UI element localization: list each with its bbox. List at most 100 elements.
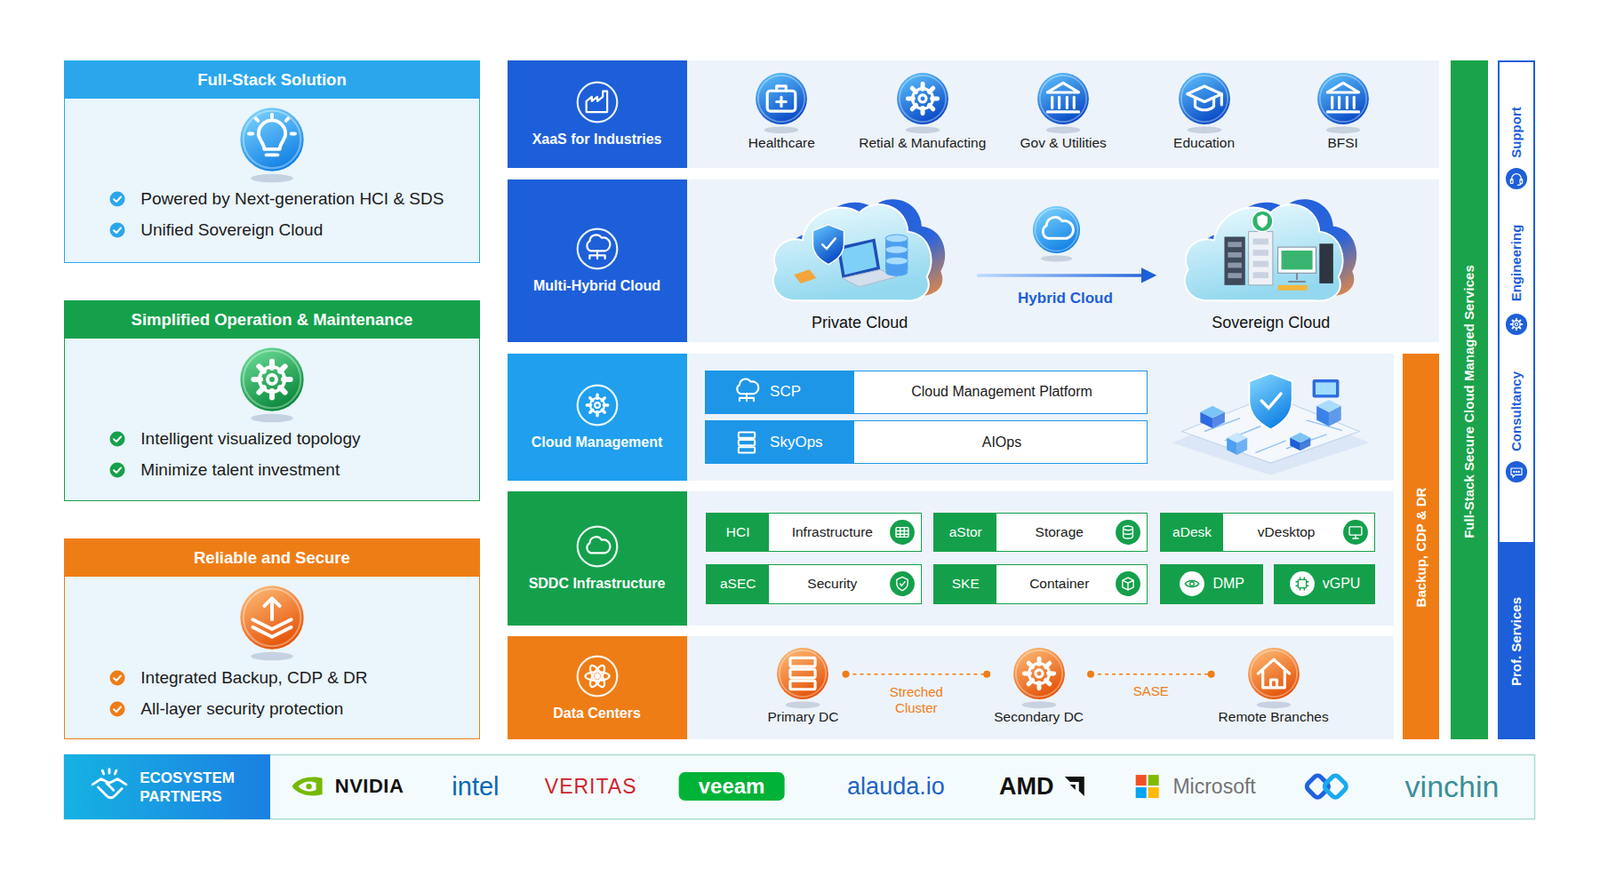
item-label: Gov & Utilities bbox=[1019, 135, 1106, 152]
product-box: DMP bbox=[1160, 564, 1264, 605]
decor-circle bbox=[1013, 648, 1065, 700]
value-block: Security bbox=[768, 565, 921, 604]
product-box: HCIInfrastructure bbox=[705, 512, 921, 552]
decor-path bbox=[896, 528, 909, 538]
feature-panel: Reliable and SecureIntegrated Backup, CD… bbox=[64, 538, 480, 740]
decor-g bbox=[1024, 658, 1054, 688]
decor-polygon bbox=[1226, 432, 1248, 443]
platform-box: SCPCloud Management Platform bbox=[704, 370, 1148, 415]
decor-circle bbox=[1512, 320, 1521, 329]
decor-path bbox=[1186, 86, 1222, 103]
decor-g bbox=[585, 91, 607, 112]
tag-text: HCI bbox=[726, 524, 751, 541]
tag-block: HCI bbox=[706, 513, 769, 552]
hybrid-icon-holder bbox=[1032, 205, 1081, 264]
decor-circle bbox=[110, 223, 126, 239]
decor-circle bbox=[110, 432, 126, 448]
decor-path bbox=[899, 582, 904, 587]
vertical-label: Backup, CDP & DR bbox=[1413, 488, 1430, 608]
cloud-illustration bbox=[760, 190, 960, 312]
feature-panel: Full-Stack SolutionPowered by Next-gener… bbox=[64, 60, 480, 264]
decor-rect bbox=[1315, 382, 1336, 395]
decor-circle bbox=[305, 784, 312, 790]
decor-path bbox=[248, 114, 296, 156]
decor-g bbox=[584, 664, 609, 689]
symbol-icon bbox=[576, 655, 619, 698]
decor-path bbox=[589, 250, 605, 259]
row-label: SDDC Infrastructure bbox=[521, 575, 673, 592]
decor-rect bbox=[1280, 250, 1312, 270]
decor-rect bbox=[1252, 238, 1268, 245]
cloud-illustration bbox=[1171, 190, 1371, 312]
decor-path bbox=[739, 394, 754, 402]
end-dot bbox=[983, 671, 991, 679]
product-box: vGPU bbox=[1273, 564, 1376, 605]
decor-g bbox=[738, 432, 755, 453]
tag-text: aSEC bbox=[720, 576, 757, 592]
vertical-label: Full-Stack Secure Cloud Managed Services bbox=[1461, 264, 1478, 539]
decor-ellipse bbox=[586, 664, 607, 689]
decor-rect bbox=[1224, 236, 1245, 285]
decor-path bbox=[1261, 393, 1281, 408]
decor-circle bbox=[1035, 670, 1043, 678]
decor-circle bbox=[1248, 648, 1300, 700]
decor-rect bbox=[1510, 179, 1513, 184]
item-label: Secondary DC bbox=[993, 709, 1084, 726]
side-bar: Backup, CDP & DR bbox=[1402, 353, 1439, 740]
vertical-label: Engineering bbox=[1508, 224, 1525, 303]
decor-g bbox=[1042, 216, 1073, 239]
symbol-icon bbox=[896, 72, 950, 136]
decor-circle bbox=[899, 75, 946, 122]
partner-logo-text: vinchin bbox=[1405, 769, 1500, 805]
panel-heading: Full-Stack Solution bbox=[64, 61, 479, 99]
decor-circle bbox=[889, 520, 915, 545]
decor-polygon bbox=[1289, 432, 1311, 443]
industry-item: BFSI bbox=[1312, 72, 1374, 152]
decor-circle bbox=[777, 648, 830, 700]
symbol-icon bbox=[888, 519, 916, 546]
decor-path bbox=[1042, 216, 1073, 239]
decor-circle bbox=[576, 385, 617, 426]
decor-circle bbox=[896, 73, 949, 126]
decor-path bbox=[1194, 94, 1222, 111]
decor-circle bbox=[259, 366, 285, 392]
decor-rect bbox=[790, 680, 816, 690]
decor-ellipse bbox=[785, 701, 821, 709]
decor-rect bbox=[1252, 272, 1268, 279]
decor-rect bbox=[1322, 774, 1348, 800]
partner-logo-text: alauda.io bbox=[847, 773, 945, 801]
partner-logo-text: AMD bbox=[999, 773, 1055, 801]
layer-band: XaaS for IndustriesHealthcareRetial & Ma… bbox=[507, 60, 1440, 169]
panel-heading: Simplified Operation & Maintenance bbox=[64, 301, 479, 339]
row-label-block: Multi-Hybrid Cloud bbox=[507, 179, 688, 343]
service-column: SupportEngineeringConsultancy bbox=[1497, 60, 1535, 544]
decor-path bbox=[292, 777, 323, 797]
decor-circle bbox=[1317, 73, 1369, 126]
symbol-icon bbox=[754, 72, 808, 136]
symbol-icon bbox=[576, 525, 619, 568]
decor-circle bbox=[243, 350, 301, 408]
decor-circle bbox=[1505, 168, 1528, 190]
tag-text: DMP bbox=[1212, 576, 1245, 592]
vertical-label: Consultancy bbox=[1508, 371, 1525, 452]
decor-rect bbox=[1148, 775, 1160, 786]
decor-path bbox=[773, 204, 932, 301]
platform-illustration bbox=[1163, 359, 1378, 478]
decor-ellipse bbox=[885, 267, 908, 276]
decor-rect bbox=[1227, 241, 1242, 248]
row-label-block: Data Centers bbox=[507, 636, 688, 740]
decor-g bbox=[1123, 526, 1134, 539]
decor-circle bbox=[1178, 73, 1231, 126]
decor-rect bbox=[1278, 247, 1317, 273]
decor-g bbox=[768, 86, 797, 112]
partner-logo-text: VERITAS bbox=[544, 775, 638, 800]
symbol-icon bbox=[576, 384, 619, 427]
decor-g bbox=[896, 528, 909, 538]
tag-text: aDesk bbox=[1172, 524, 1212, 541]
symbol-icon bbox=[1288, 570, 1316, 598]
decor-g bbox=[790, 657, 816, 689]
decor-path bbox=[586, 536, 610, 553]
symbol-icon bbox=[239, 106, 305, 184]
decor-circle bbox=[240, 347, 304, 411]
decor-circle bbox=[576, 656, 617, 696]
